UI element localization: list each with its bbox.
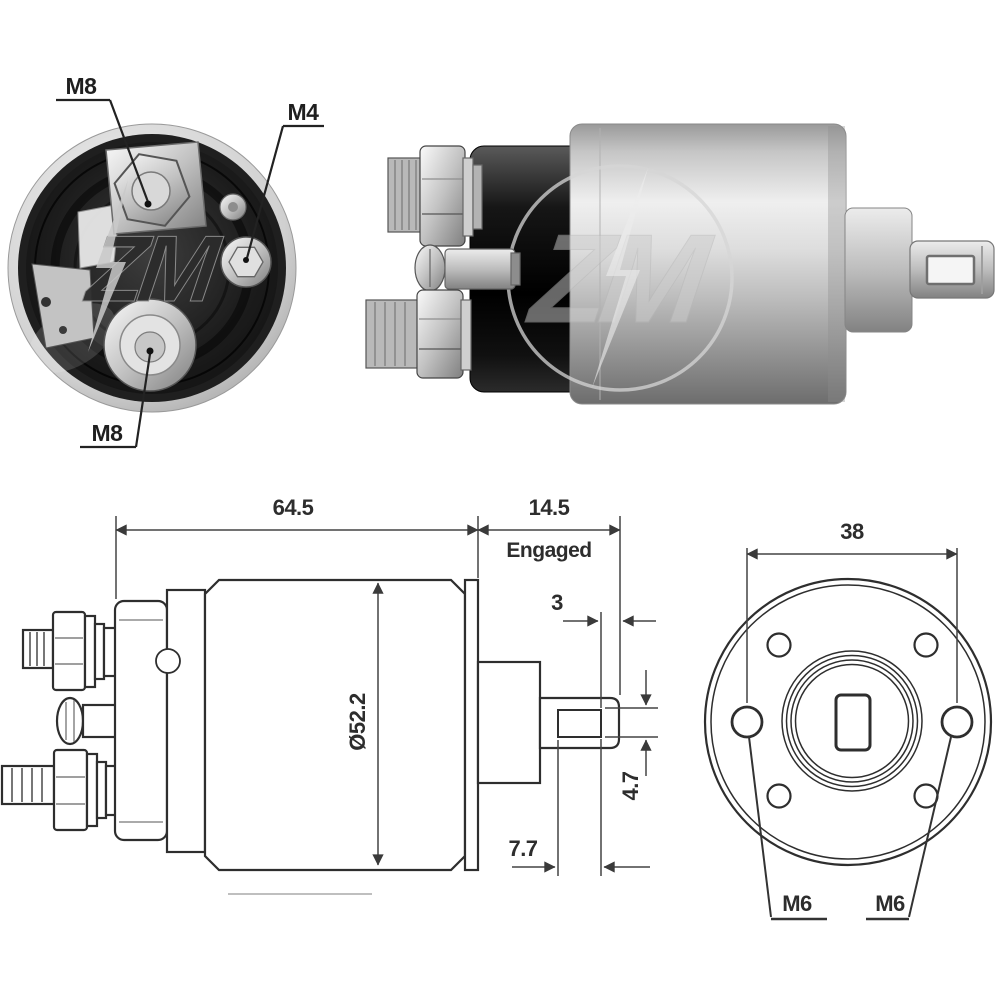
front-drawing-dimensions (746, 548, 958, 703)
drawing-step (476, 660, 542, 785)
side-view-photo: ZM (365, 123, 995, 405)
end-view-leaders (56, 98, 324, 449)
drawing-end-plate (463, 578, 480, 872)
front-m6-hole-left (730, 705, 764, 739)
leader-dot-side (243, 257, 249, 263)
front-outer-circle-2 (710, 584, 986, 860)
clevis-window (925, 254, 976, 286)
zm-logo-watermark-side: ZM (506, 164, 734, 392)
side-drawing-dimensions (115, 516, 658, 876)
drawing-main-body (203, 578, 467, 872)
label-m6-right: M6 (875, 891, 905, 916)
front-drawing-leaders (748, 736, 952, 921)
label-m8-bottom: M8 (92, 420, 124, 446)
left-bracket-hole (41, 297, 51, 307)
drawing-flange (165, 588, 207, 854)
zm-watermark-text-2: ZM (521, 208, 719, 349)
front-square-hole (834, 693, 872, 752)
label-m8-top: M8 (66, 73, 98, 99)
dim-mount-hole-spacing: 38 (840, 519, 864, 544)
label-engaged: Engaged (506, 539, 591, 562)
photo-terminal-bolts (365, 145, 521, 379)
step-cylinder (844, 207, 913, 333)
left-bracket (31, 263, 95, 349)
dim-plunger-travel: 14.5 (529, 495, 570, 520)
lightning-bolt-icon (88, 180, 128, 352)
label-m6-left: M6 (782, 891, 812, 916)
dim-body-diameter: Ø52.2 (345, 693, 370, 751)
left-bracket-hole-2 (59, 326, 67, 334)
drawing-cap (113, 599, 169, 842)
plunger-clevis (909, 240, 995, 299)
side-drawing (0, 578, 621, 895)
drawing-screw-bump (155, 648, 181, 674)
drawing-plunger-slot (557, 709, 602, 738)
end-view-photo: ZM M8 M4 M8 (7, 73, 324, 449)
terminal-m8-bottom (103, 298, 197, 392)
zm-watermark-text: ZM (79, 216, 228, 321)
front-m6-hole-right (940, 705, 974, 739)
label-m4: M4 (288, 99, 320, 125)
dim-slot-height: 4.7 (618, 771, 643, 800)
cylinder-edge-shade (828, 126, 845, 402)
dim-body-length: 64.5 (273, 495, 314, 520)
front-center-rings (781, 650, 923, 792)
zm-logo-watermark-end: ZM (78, 180, 228, 352)
leader-dot-top (144, 200, 152, 208)
front-outer-circle (703, 577, 993, 867)
front-drawing (703, 577, 993, 867)
dim-slot-length: 7.7 (508, 836, 537, 861)
dim-slot-end-offset: 3 (551, 590, 563, 615)
leader-dot-bottom (146, 347, 154, 355)
